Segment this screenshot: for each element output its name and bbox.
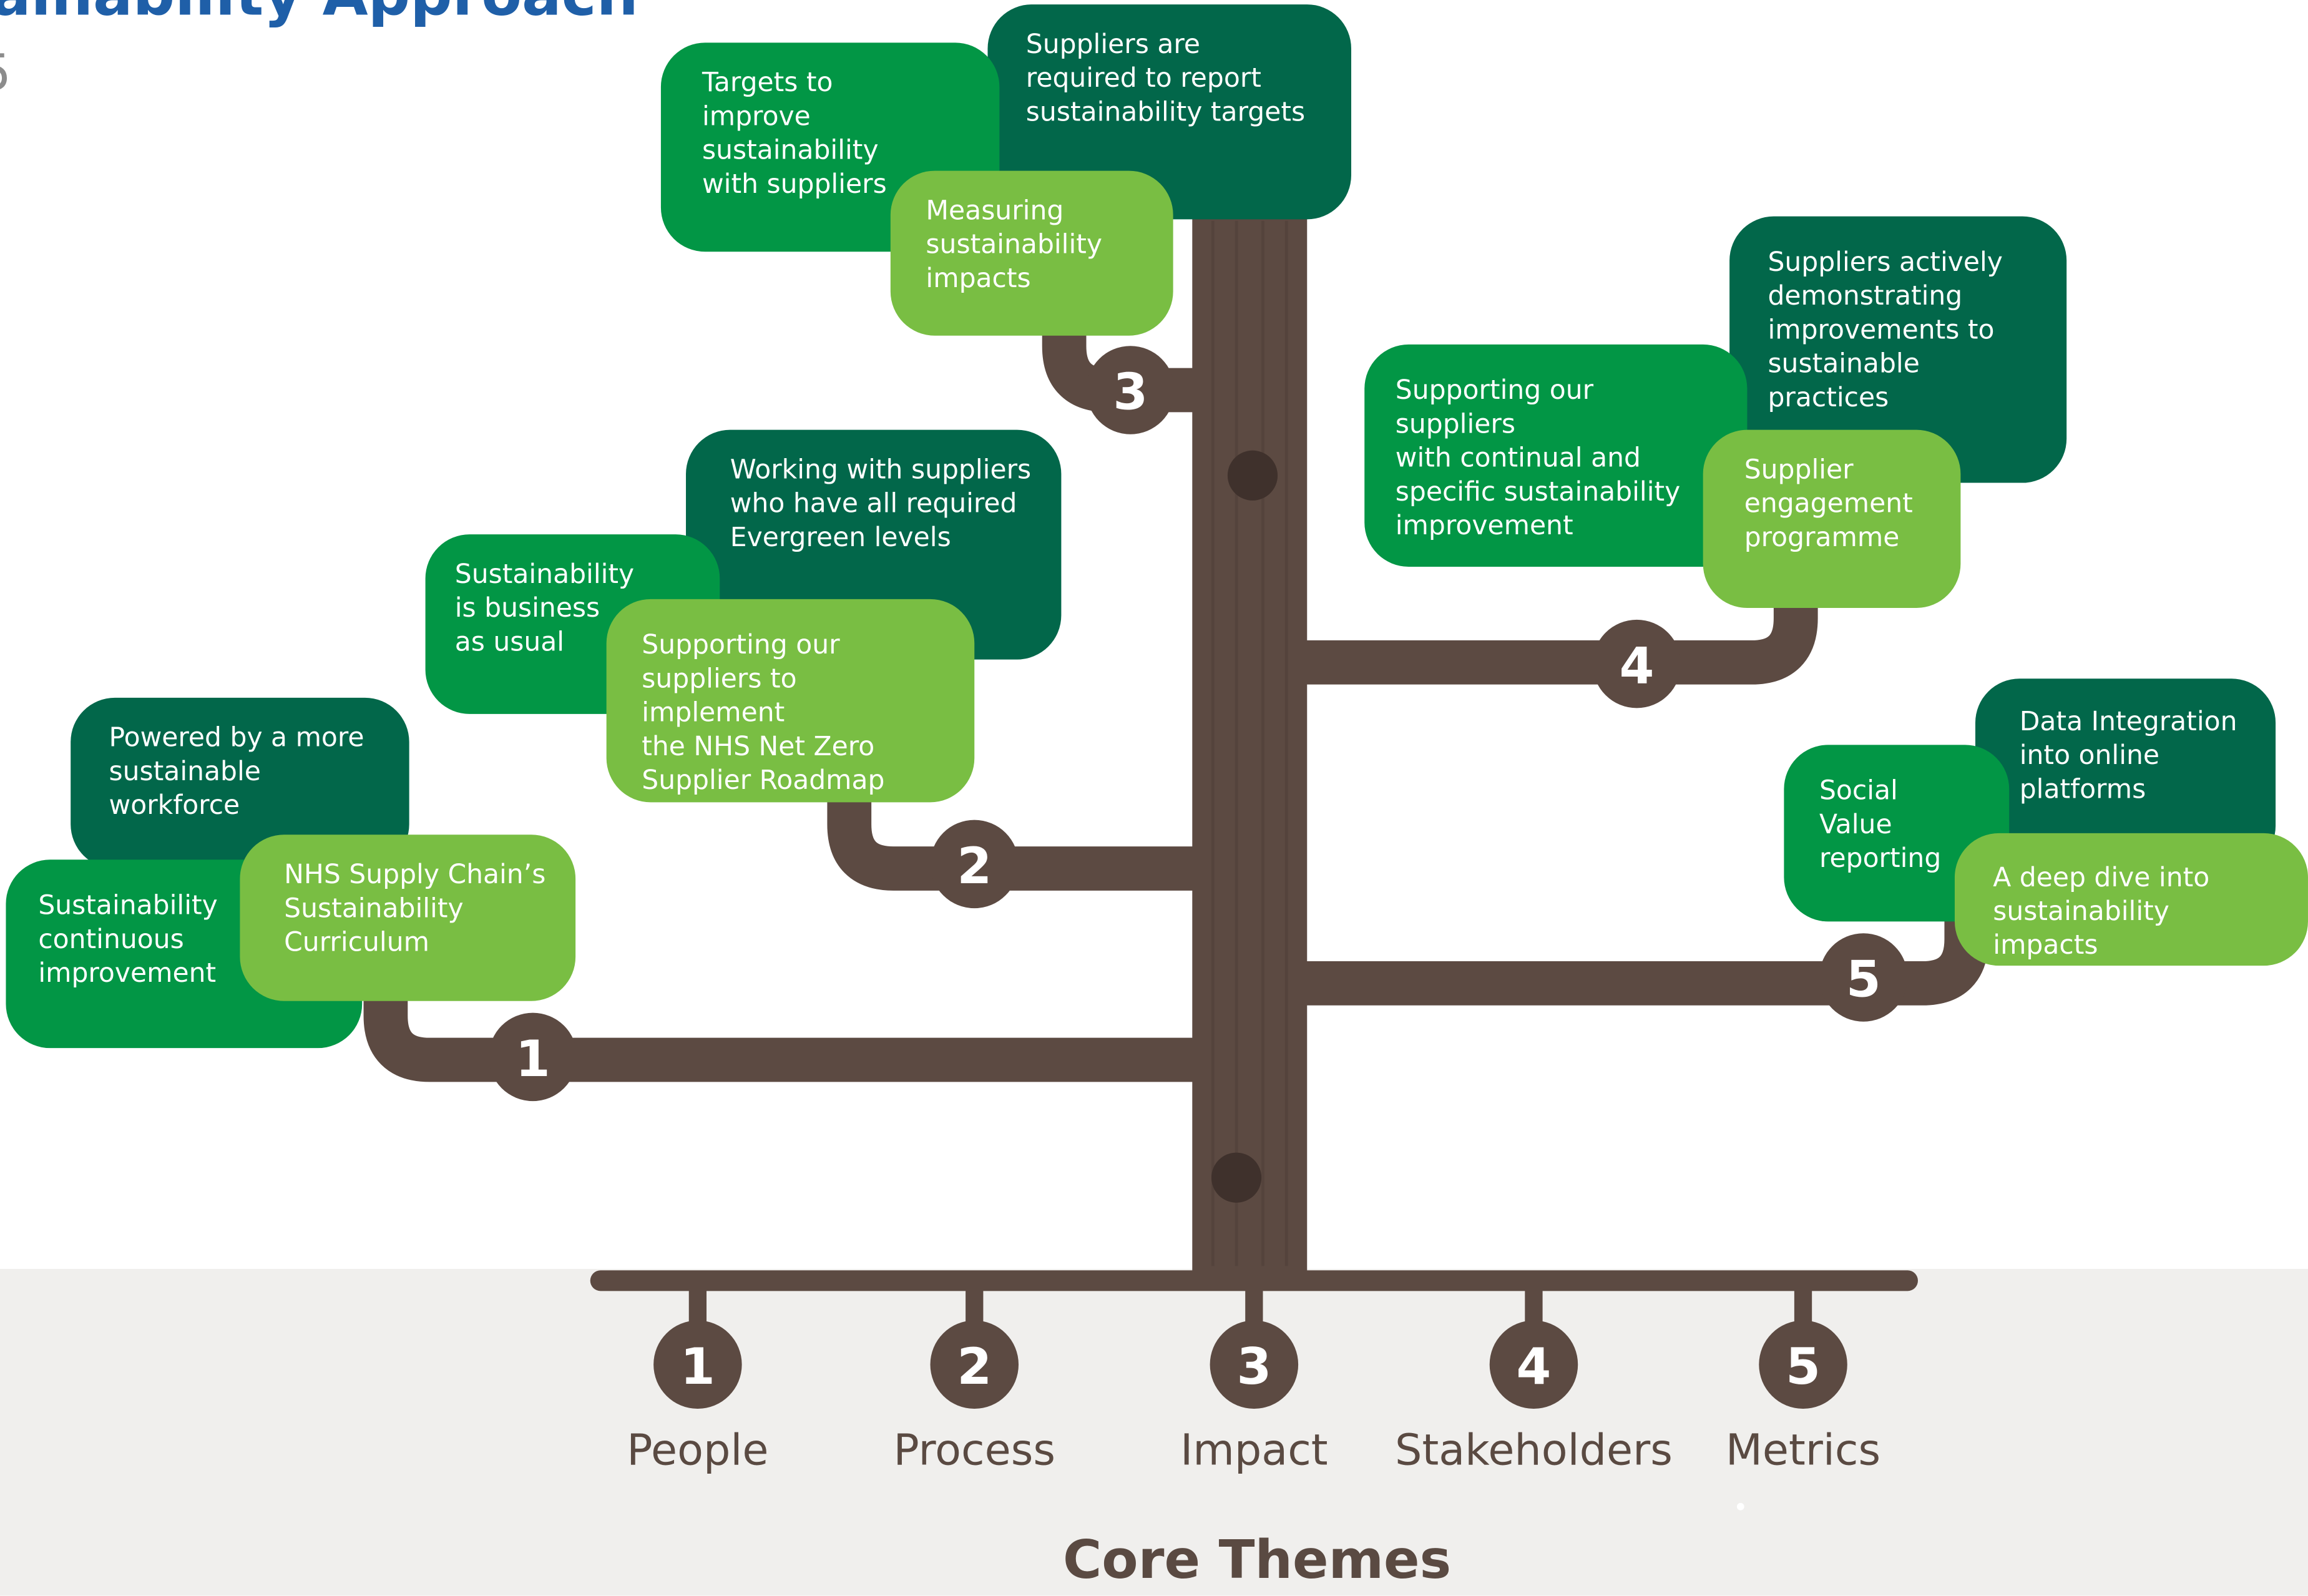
theme-label-people: People bbox=[627, 1424, 769, 1476]
branch-badge-3: 3 bbox=[1086, 346, 1175, 434]
branch-number-5: 5 bbox=[1846, 951, 1881, 1009]
ground-band bbox=[0, 1268, 2308, 1596]
page-title: ainability Approach bbox=[0, 0, 638, 29]
branch-badge-2: 2 bbox=[930, 820, 1019, 909]
theme-number-1: 1 bbox=[680, 1338, 715, 1396]
theme-number-4: 4 bbox=[1517, 1338, 1552, 1396]
leaf-sustainability-curriculum: NHS Supply Chain’s Sustainability Curric… bbox=[240, 835, 576, 1001]
core-themes-title: Core Themes bbox=[1062, 1530, 1452, 1592]
page-subtitle: 5 bbox=[0, 44, 11, 103]
branch-badge-5: 5 bbox=[1819, 933, 1908, 1022]
theme-badge-5: 5 bbox=[1759, 1320, 1847, 1409]
theme-label-process: Process bbox=[893, 1424, 1055, 1476]
theme-number-5: 5 bbox=[1786, 1338, 1821, 1396]
theme-badge-1: 1 bbox=[653, 1320, 742, 1409]
theme-label-stakeholders: Stakeholders bbox=[1395, 1424, 1673, 1476]
branch-badge-1: 1 bbox=[488, 1012, 577, 1102]
branch-number-3: 3 bbox=[1113, 363, 1148, 421]
branch-number-2: 2 bbox=[957, 837, 992, 895]
branch-badge-4: 4 bbox=[1592, 619, 1681, 708]
branch-2 bbox=[827, 791, 1196, 891]
theme-badge-3: 3 bbox=[1210, 1320, 1299, 1409]
leaf-continual-improvement-support: Supporting our suppliers with continual … bbox=[1364, 344, 1748, 567]
theme-number-2: 2 bbox=[957, 1338, 992, 1396]
decorative-dot bbox=[1736, 1502, 1744, 1510]
branch-4 bbox=[1301, 596, 1818, 685]
leaf-measuring-impacts: Measuring sustainability impacts bbox=[890, 170, 1173, 336]
branch-number-1: 1 bbox=[516, 1030, 550, 1088]
trunk-knot-lower bbox=[1211, 1152, 1262, 1203]
theme-number-3: 3 bbox=[1236, 1338, 1271, 1396]
theme-badge-2: 2 bbox=[930, 1320, 1019, 1409]
theme-badge-4: 4 bbox=[1489, 1320, 1578, 1409]
leaf-engagement-programme: Supplier engagement programme bbox=[1703, 429, 1961, 609]
tree-trunk bbox=[1192, 206, 1308, 1274]
theme-label-metrics: Metrics bbox=[1725, 1424, 1881, 1476]
branch-number-4: 4 bbox=[1620, 637, 1655, 695]
branch-1 bbox=[363, 993, 1196, 1082]
leaf-deep-dive: A deep dive into sustainability impacts bbox=[1954, 833, 2308, 966]
leaf-net-zero-roadmap: Supporting our suppliers to implement th… bbox=[606, 599, 975, 803]
theme-label-impact: Impact bbox=[1180, 1424, 1328, 1476]
trunk-knot-upper bbox=[1227, 450, 1278, 501]
